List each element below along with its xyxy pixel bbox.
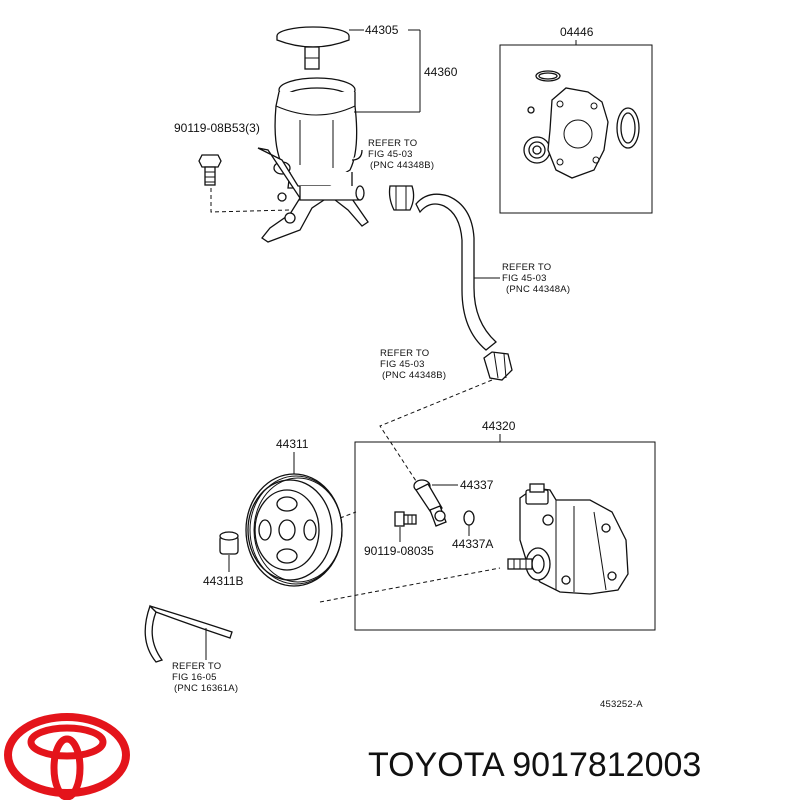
svg-text:(PNC 16361A): (PNC 16361A) [174, 683, 238, 694]
svg-text:(PNC 44348B): (PNC 44348B) [382, 370, 446, 381]
hose-clamp-lower [483, 351, 513, 381]
label-44337: 44337 [460, 478, 494, 492]
callout-44305: 44305 [349, 23, 421, 112]
label-90119-08035: 90119-08035 [364, 544, 434, 558]
label-90119-08b53: 90119-08B53(3) [174, 121, 260, 135]
svg-text:REFER TO: REFER TO [368, 138, 417, 149]
reservoir-bracket [257, 147, 369, 243]
o-ring-44337a [463, 510, 475, 526]
bolt-90119-08b53 [198, 154, 222, 186]
label-44337a: 44337A [452, 537, 493, 551]
leader-bolt-bracket [210, 188, 291, 213]
refer-note-2: REFER TO FIG 45-03 (PNC 44348A) [502, 262, 570, 295]
svg-text:FIG 16-05: FIG 16-05 [172, 672, 217, 683]
gasket-kit-parts [523, 70, 640, 179]
svg-text:REFER TO: REFER TO [502, 262, 551, 273]
return-hose [415, 193, 498, 351]
drive-belt [144, 604, 233, 663]
svg-text:REFER TO: REFER TO [172, 661, 221, 672]
svg-text:FIG 45-03: FIG 45-03 [502, 273, 547, 284]
label-04446: 04446 [560, 25, 594, 39]
pulley-collar [219, 531, 239, 555]
label-44360: 44360 [424, 65, 458, 79]
label-44320: 44320 [482, 419, 516, 433]
pump-union-fitting [413, 479, 447, 527]
hose-clamp-upper [388, 185, 415, 211]
power-steering-pump [507, 483, 629, 595]
callout-44360: 44360 [354, 65, 458, 113]
svg-text:FIG 45-03: FIG 45-03 [380, 359, 425, 370]
label-44305: 44305 [365, 23, 399, 37]
leader-pulley-hub [339, 511, 357, 519]
svg-text:(PNC 44348A): (PNC 44348A) [506, 284, 570, 295]
svg-text:FIG 45-03: FIG 45-03 [368, 149, 413, 160]
refer-note-3: REFER TO FIG 45-03 (PNC 44348B) [380, 348, 446, 381]
pump-pulley [245, 473, 343, 587]
label-44311b: 44311B [203, 574, 243, 588]
reservoir-tank [273, 77, 363, 189]
diagram-code: 453252-A [600, 699, 643, 710]
bolt-90119-08035 [394, 511, 417, 527]
refer-note-1: REFER TO FIG 45-03 (PNC 44348B) [368, 138, 434, 171]
svg-text:(PNC 44348B): (PNC 44348B) [370, 160, 434, 171]
pump-assembly-box [354, 441, 656, 631]
label-44311: 44311 [276, 437, 309, 451]
brand-part-number: TOYOTA 9017812003 [368, 746, 701, 784]
leader-clamp-pump [379, 379, 493, 485]
refer-note-4: REFER TO FIG 16-05 (PNC 16361A) [172, 661, 238, 694]
toyota-logo-icon [4, 713, 130, 800]
reservoir-cap [276, 26, 350, 70]
leader-pulley-shaft [319, 567, 501, 603]
svg-text:REFER TO: REFER TO [380, 348, 429, 359]
